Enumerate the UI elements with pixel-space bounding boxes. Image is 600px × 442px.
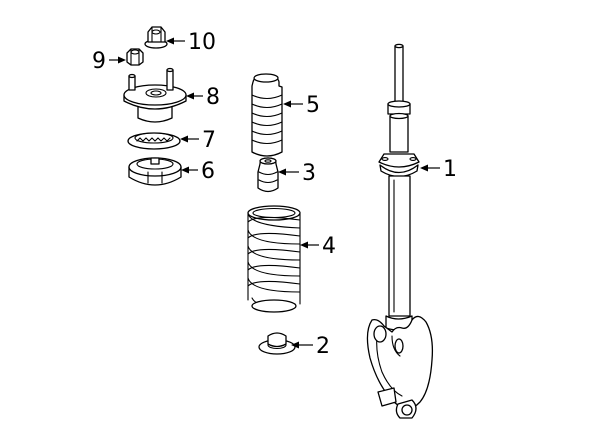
- callout-6: 6: [181, 159, 215, 184]
- part-9-nut: [126, 48, 144, 66]
- part-7-spring-seat: [127, 132, 181, 150]
- callout-1: 1: [420, 157, 457, 182]
- callout-5-label: 5: [306, 93, 320, 118]
- callout-10-label: 10: [188, 30, 216, 55]
- callout-8-label: 8: [206, 85, 220, 110]
- callout-10: 10: [166, 30, 216, 55]
- part-3-bump-stop: [257, 157, 279, 193]
- callout-2: 2: [291, 334, 330, 359]
- part-1-strut-assembly: [366, 43, 434, 419]
- callout-5: 5: [283, 93, 320, 118]
- callout-4-label: 4: [322, 234, 336, 259]
- part-4-coil-spring: [247, 205, 301, 313]
- callout-8: 8: [186, 85, 220, 110]
- part-5-dust-boot: [251, 73, 283, 157]
- callout-9-label: 9: [92, 49, 106, 74]
- part-2-lower-insulator: [258, 332, 296, 355]
- callout-4: 4: [300, 234, 336, 259]
- part-6-lower-seat: [128, 157, 182, 186]
- part-8-strut-mount: [123, 67, 187, 123]
- callout-6-label: 6: [201, 159, 215, 184]
- callout-3: 3: [278, 161, 316, 186]
- callout-7: 7: [180, 128, 216, 153]
- callout-7-label: 7: [202, 128, 216, 153]
- part-10-flange-nut: [144, 26, 168, 49]
- callout-2-label: 2: [316, 334, 330, 359]
- callout-1-label: 1: [443, 157, 457, 182]
- callout-3-label: 3: [302, 161, 316, 186]
- callout-9: 9: [92, 49, 126, 74]
